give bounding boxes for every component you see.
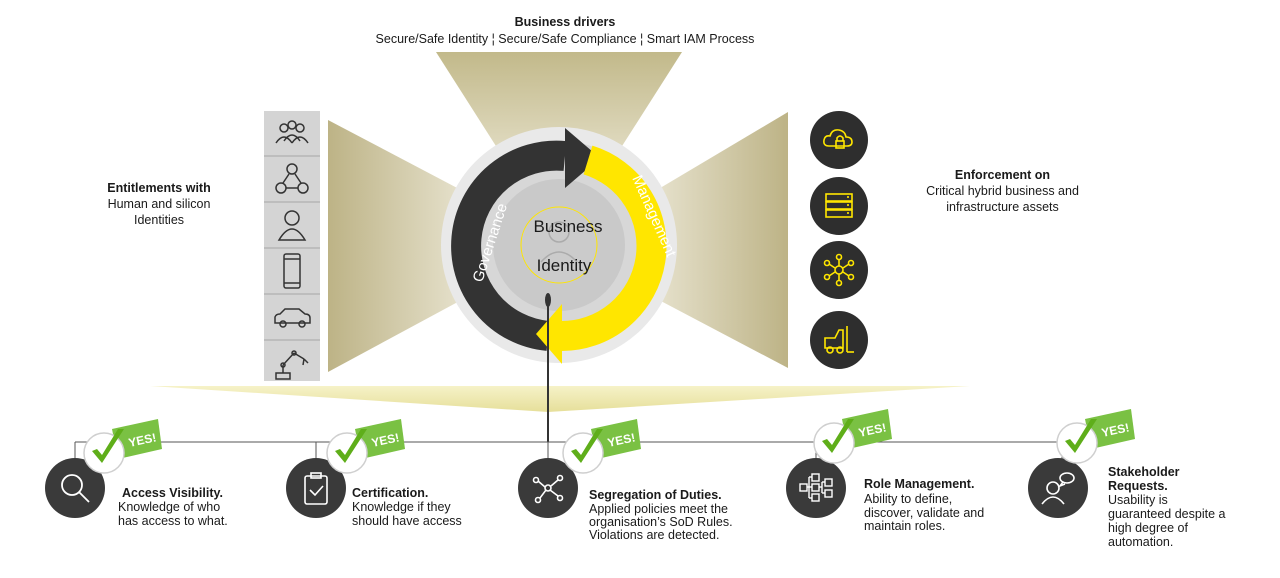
svg-text:YES!: YES! <box>127 430 157 450</box>
person-speech-icon <box>1028 458 1088 518</box>
center-label-line2: Identity <box>537 256 592 275</box>
svg-text:YES!: YES! <box>606 430 636 450</box>
outcome-desc-line: Knowledge of who <box>118 500 221 514</box>
outcome-desc-line: Usability is <box>1108 493 1168 507</box>
outcome-desc-line: automation. <box>1108 535 1174 549</box>
outcome-desc-line: Ability to define, <box>864 492 953 506</box>
outcome-desc-line: organisation’s SoD Rules. <box>589 515 733 529</box>
outcome-title-role-management: Role Management. <box>864 477 975 491</box>
business-drivers-title: Business drivers <box>514 15 616 29</box>
network-people-icon <box>264 157 320 203</box>
outcome-title-certification: Certification. <box>352 486 429 500</box>
outcome-desc-line: Knowledge if they <box>352 500 451 514</box>
outcome-title-segregation: Segregation of Duties. <box>589 488 722 502</box>
enforcement-line1: Critical hybrid business and <box>926 184 1079 198</box>
management-arc <box>559 145 667 352</box>
enforcement-title: Enforcement on <box>954 168 1051 182</box>
share-nodes-icon <box>518 458 578 518</box>
left-beam <box>328 120 480 372</box>
people-group-icon <box>264 111 320 157</box>
yes-check-badge-5: YES! <box>1056 409 1135 464</box>
smartphone-icon <box>264 249 320 295</box>
bottom-beam <box>150 386 970 412</box>
center-label-line1: Business <box>534 217 603 236</box>
role-hierarchy-icon <box>786 458 846 518</box>
outcome-desc-line: maintain roles. <box>864 519 946 533</box>
network-hub-icon <box>810 241 868 299</box>
business-drivers-subtitle: Secure/Safe Identity ¦ Secure/Safe Compl… <box>375 32 755 46</box>
cloud-lock-icon <box>810 111 868 169</box>
top-beam <box>436 52 682 190</box>
outcome-desc-line: guaranteed despite a <box>1108 507 1226 521</box>
outcome-desc-line: discover, validate and <box>864 506 985 520</box>
server-icon <box>810 177 868 235</box>
outcome-desc-line: Applied policies meet the <box>589 502 728 516</box>
entitlements-line2: Identities <box>133 213 185 227</box>
outcome-title-stakeholder-line2: Requests. <box>1108 479 1168 493</box>
forklift-icon <box>810 311 868 369</box>
outcome-desc-line: should have access <box>352 514 462 528</box>
entitlements-line1: Human and silicon <box>107 197 211 211</box>
right-beam <box>640 112 788 368</box>
governance-arc <box>451 140 567 351</box>
svg-text:YES!: YES! <box>857 420 887 440</box>
yes-check-badge-1: YES! <box>83 419 162 474</box>
entitlements-title: Entitlements with <box>107 181 211 195</box>
car-icon <box>264 295 320 341</box>
outcome-desc-line: Violations are detected. <box>589 528 720 542</box>
yes-check-badge-3: YES! <box>562 419 641 474</box>
person-icon <box>264 203 320 249</box>
outcome-desc-line: has access to what. <box>118 514 228 528</box>
yes-check-badge-2: YES! <box>326 419 405 474</box>
outcome-desc-line: high degree of <box>1108 521 1188 535</box>
outcome-title-stakeholder: Stakeholder <box>1108 465 1180 479</box>
identity-icon-column <box>264 111 320 381</box>
enforcement-line2: infrastructure assets <box>946 200 1059 214</box>
robot-arm-icon <box>264 341 320 385</box>
svg-text:YES!: YES! <box>1100 420 1130 440</box>
yes-check-badge-4: YES! <box>813 409 892 464</box>
svg-text:YES!: YES! <box>370 430 400 450</box>
outcome-title-access-visibility: Access Visibility. <box>122 486 223 500</box>
